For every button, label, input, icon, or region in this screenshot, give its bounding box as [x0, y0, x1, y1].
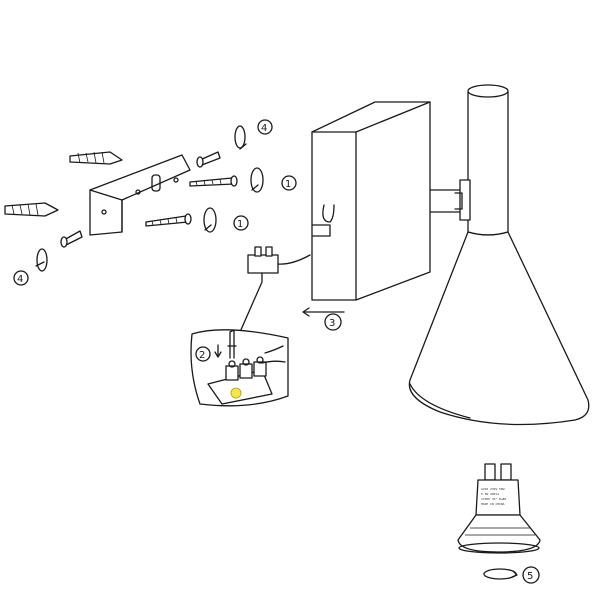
- mounting-bracket: [89, 154, 191, 236]
- terminal-highlight: [230, 387, 242, 399]
- bulb-label-line-3: 2700K 36° Ra80: [481, 497, 506, 501]
- step-5-label: 5: [527, 571, 533, 582]
- step-1a-marker: 1: [250, 167, 297, 193]
- lamp-shade: [408, 84, 590, 426]
- screw-long-upper: [189, 175, 238, 187]
- gu10-bulb: GU10 230V 50W 5.5W 400lm 2700K 36° Ra80 …: [457, 463, 541, 554]
- bulb-label-line-2: 5.5W 400lm: [481, 492, 499, 496]
- step-4b-marker: 4: [13, 248, 48, 286]
- bulb-label-line-1: GU10 230V 50W: [481, 487, 505, 491]
- screw-short-lower: [60, 230, 83, 248]
- step-1b-label: 1: [237, 219, 243, 230]
- step-2-label: 2: [199, 350, 205, 361]
- screw-short-upper: [196, 151, 221, 168]
- step-3-label: 3: [329, 318, 335, 329]
- connector-block: [247, 246, 311, 282]
- step-5-marker: 5: [483, 566, 540, 584]
- detail-callout-line: [239, 281, 263, 333]
- screw-long-lower: [145, 213, 192, 227]
- step-1a-label: 1: [285, 179, 291, 190]
- wall-plug-upper: [69, 151, 123, 165]
- bulb-label-line-4: MADE IN CHINA: [481, 502, 505, 506]
- wall-base-box: [311, 101, 431, 301]
- step-4a-label: 4: [261, 123, 267, 134]
- step-4a-marker: 4: [234, 119, 273, 150]
- step-1b-marker: 1: [203, 207, 249, 233]
- step-3-slide-arrow: 3: [302, 307, 345, 331]
- step-4b-label: 4: [17, 274, 23, 285]
- wiring-detail-inset: 2: [190, 329, 289, 407]
- wall-plug-lower: [4, 202, 59, 217]
